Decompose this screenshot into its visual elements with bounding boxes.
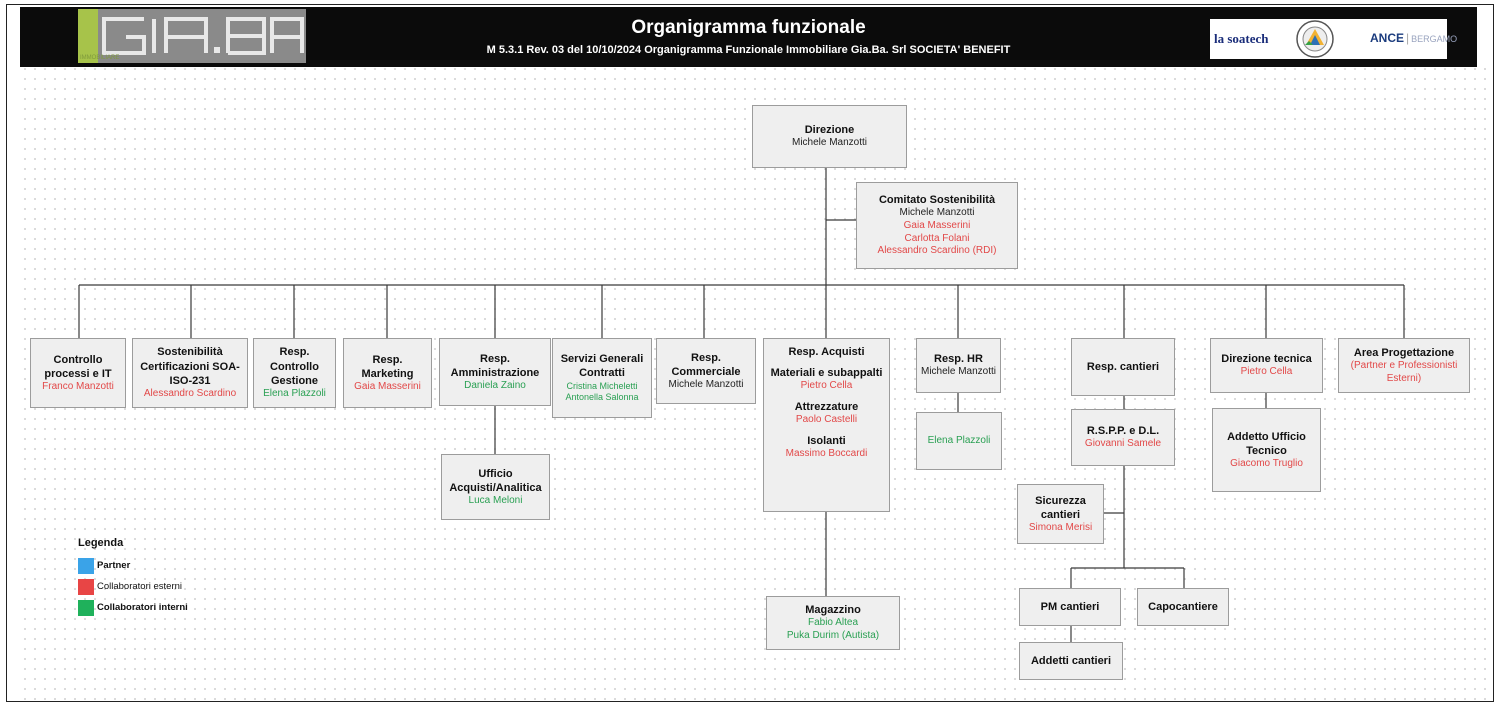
node-resp-cantieri: Resp. cantieri: [1071, 338, 1175, 396]
node-person: Fabio Altea: [807, 617, 859, 629]
node-resp-acquisti: Resp. Acquisti Materiali e subappalti Pi…: [763, 338, 890, 512]
node-title: Direzione tecnica: [1221, 353, 1312, 366]
ance-logo: ANCE|BERGAMO: [1370, 31, 1458, 45]
node-person: Antonella Salonna: [565, 392, 639, 403]
node-rspp: R.S.P.P. e D.L. Giovanni Samele: [1071, 409, 1175, 466]
node-person: Giovanni Samele: [1084, 438, 1162, 450]
legend-swatch-interni: [78, 599, 94, 616]
node-title: Servizi Generali Contratti: [560, 353, 644, 380]
node-section-title: Isolanti: [807, 434, 846, 447]
legend-label: Collaboratori esterni: [97, 581, 183, 592]
legend-item-partner: Partner: [78, 555, 188, 576]
node-sicurezza-cantieri: Sicurezza cantieri Simona Merisi: [1017, 484, 1104, 544]
node-person: Puka Durim (Autista): [786, 630, 880, 642]
node-title: Addetti cantieri: [1030, 654, 1112, 667]
node-resp-controllo-gestione: Resp. Controllo Gestione Elena Plazzoli: [253, 338, 336, 408]
node-title: Resp. cantieri: [1086, 360, 1160, 373]
node-title: Direzione: [804, 124, 855, 137]
node-person: Cristina Micheletti: [566, 380, 638, 391]
node-person: Gaia Masserini: [903, 219, 971, 231]
legend: Legenda Partner Collaboratori esterni Co…: [78, 537, 188, 618]
node-person: Simona Merisi: [1028, 521, 1093, 533]
node-person: Michele Manzotti: [791, 137, 868, 149]
legend-label: Partner: [97, 560, 131, 571]
node-person: (Partner e Professionisti Esterni): [1350, 359, 1458, 384]
node-title: Magazzino: [805, 604, 861, 617]
node-person: Elena Plazzoli: [927, 434, 991, 446]
node-person: Carlotta Folani: [904, 232, 970, 244]
node-title: Resp. Amministrazione: [450, 352, 540, 379]
node-title: Sostenibilità Certificazioni SOA-ISO-231: [140, 346, 240, 387]
node-person: Michele Manzotti: [899, 206, 975, 218]
node-person: Massimo Boccardi: [785, 447, 868, 459]
node-person: Gaia Masserini: [354, 380, 421, 392]
legend-item-interni: Collaboratori interni: [78, 597, 188, 618]
node-person: Michele Manzotti: [920, 366, 997, 378]
soatech-logo: la soatech: [1214, 31, 1269, 46]
node-person: Michele Manzotti: [668, 378, 744, 390]
node-addetti-cantieri: Addetti cantieri: [1019, 642, 1123, 680]
node-resp-commerciale: Resp. Commerciale Michele Manzotti: [656, 338, 756, 404]
node-area-progettazione: Area Progettazione (Partner e Profession…: [1338, 338, 1470, 393]
node-title: Capocantiere: [1148, 600, 1218, 613]
node-person: Elena Plazzoli: [263, 387, 326, 399]
node-title: PM cantieri: [1040, 600, 1100, 613]
node-title: Resp. Acquisti: [788, 346, 865, 358]
node-magazzino: Magazzino Fabio Altea Puka Durim (Autist…: [766, 596, 900, 650]
node-person: Giacomo Truglio: [1230, 457, 1303, 469]
certification-badges: la soatech ANCE|BERGAMO: [1210, 19, 1457, 59]
node-capocantiere: Capocantiere: [1137, 588, 1229, 626]
node-person: Alessandro Scardino: [143, 387, 237, 399]
node-resp-amministrazione: Resp. Amministrazione Daniela Zaino: [439, 338, 551, 406]
node-person: Alessandro Scardino (RDI): [877, 245, 997, 257]
legend-label: Collaboratori interni: [97, 602, 188, 613]
node-title: Resp. HR: [934, 353, 983, 366]
node-pm-cantieri: PM cantieri: [1019, 588, 1121, 626]
node-title: R.S.P.P. e D.L.: [1086, 425, 1160, 438]
chart-title: Organigramma funzionale: [631, 17, 866, 38]
iso-cert-icon: [1295, 19, 1335, 59]
node-title: Resp. Commerciale: [671, 351, 741, 378]
node-resp-hr: Resp. HR Michele Manzotti: [916, 338, 1001, 393]
node-title: Controllo processi e IT: [44, 353, 112, 380]
node-person: Daniela Zaino: [464, 379, 526, 391]
node-person: Pietro Cella: [1240, 366, 1293, 378]
legend-title: Legenda: [78, 537, 124, 549]
legend-swatch-partner: [78, 557, 94, 574]
chart-subtitle: M 5.3.1 Rev. 03 del 10/10/2024 Organigra…: [486, 44, 1011, 56]
node-person: Luca Meloni: [468, 494, 523, 506]
legend-item-esterni: Collaboratori esterni: [78, 576, 188, 597]
node-person: Paolo Castelli: [795, 414, 858, 426]
node-resp-marketing: Resp. Marketing Gaia Masserini: [343, 338, 432, 408]
node-servizi-generali: Servizi Generali Contratti Cristina Mich…: [552, 338, 652, 418]
node-addetto-ufficio-tecnico: Addetto Ufficio Tecnico Giacomo Truglio: [1212, 408, 1321, 492]
header-bar: IMMOBILIARE Organigramma funzionale M 5.…: [20, 7, 1477, 67]
node-title: Addetto Ufficio Tecnico: [1227, 430, 1306, 457]
node-controllo-processi: Controllo processi e IT Franco Manzotti: [30, 338, 126, 408]
node-sostenibilita-certificazioni: Sostenibilità Certificazioni SOA-ISO-231…: [132, 338, 248, 408]
node-title: Comitato Sostenibilità: [878, 193, 996, 206]
node-section-title: Materiali e subappalti: [770, 367, 883, 380]
legend-swatch-esterni: [78, 578, 94, 595]
node-title: Resp. Controllo Gestione: [270, 346, 319, 387]
node-title: Ufficio Acquisti/Analitica: [449, 467, 542, 494]
logo-subtext: IMMOBILIARE: [80, 55, 120, 61]
node-person: Franco Manzotti: [42, 380, 114, 392]
node-title: Resp. Marketing: [361, 353, 414, 380]
giaba-logo: IMMOBILIARE: [78, 9, 306, 63]
node-direzione-tecnica: Direzione tecnica Pietro Cella: [1210, 338, 1323, 393]
node-direzione: Direzione Michele Manzotti: [752, 105, 907, 168]
node-title: Sicurezza cantieri: [1035, 494, 1086, 521]
node-ufficio-acquisti-analitica: Ufficio Acquisti/Analitica Luca Meloni: [441, 454, 550, 520]
node-section-title: Attrezzature: [794, 400, 859, 413]
node-title: Area Progettazione: [1353, 346, 1455, 359]
node-comitato-sostenibilita: Comitato Sostenibilità Michele Manzotti …: [856, 182, 1018, 269]
node-person: Pietro Cella: [800, 380, 853, 392]
node-hr-collaboratore: Elena Plazzoli: [916, 412, 1002, 470]
